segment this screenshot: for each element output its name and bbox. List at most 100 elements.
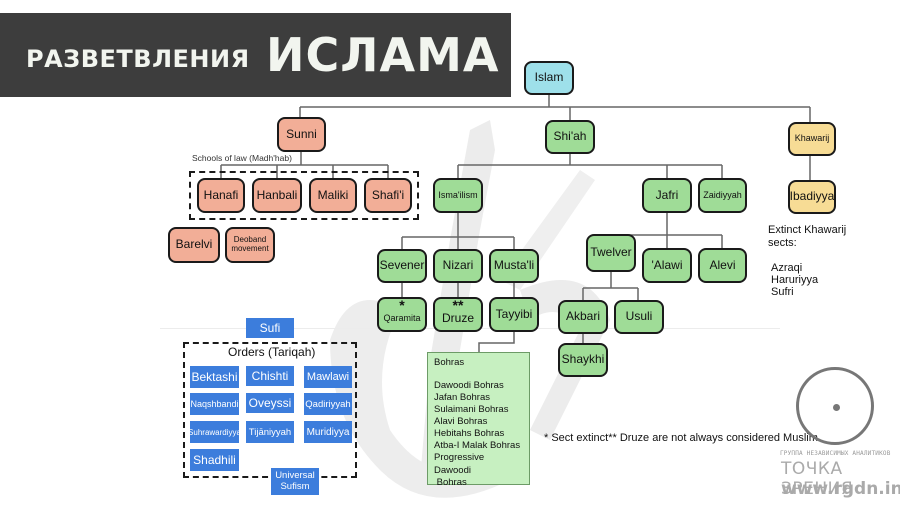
node-label: Mawlawi — [306, 371, 350, 383]
node-nizari[interactable]: Nizari — [433, 249, 483, 283]
node-sevener[interactable]: Sevener — [377, 249, 427, 283]
node-barelvi[interactable]: Barelvi — [168, 227, 220, 263]
schools-group — [189, 171, 419, 220]
node-label: Maliki — [317, 187, 349, 202]
node-label: Shi'ah — [553, 129, 587, 144]
node-label: Muridiyya — [306, 426, 350, 438]
node-universal-sufism[interactable]: Universal Sufism — [271, 468, 319, 495]
node-hanbali[interactable]: Hanbali — [252, 178, 302, 213]
node-shiah[interactable]: Shi'ah — [545, 120, 595, 154]
node-label: Jafri — [655, 187, 679, 202]
order-tijaniyyah[interactable]: Tijāniyyah — [246, 421, 294, 443]
node-label: Barelvi — [175, 237, 213, 252]
order-bektashi[interactable]: Bektashi — [190, 366, 239, 388]
node-label: Shaykhi — [561, 352, 605, 367]
order-shadhili[interactable]: Shadhili — [190, 449, 239, 471]
node-label: Universal Sufism — [275, 469, 315, 492]
node-label: Shafi'i — [371, 187, 405, 202]
list-item: Hebitahs Bohras — [434, 428, 505, 440]
node-label: Bektashi — [191, 370, 238, 384]
order-oveyssi[interactable]: Oveyssi — [246, 393, 294, 413]
node-alawi[interactable]: 'Alawi — [642, 248, 692, 283]
node-label: Tayyibi — [495, 306, 533, 321]
list-item: Sulaimani Bohras — [434, 404, 509, 416]
list-item: Jafan Bohras — [434, 392, 490, 404]
logo-circle-icon — [796, 367, 874, 445]
node-maliki[interactable]: Maliki — [309, 178, 357, 213]
node-sufi[interactable]: Sufi — [246, 318, 294, 338]
node-label: Twelver — [590, 245, 632, 260]
list-item: Progressive Dawoodi — [434, 452, 485, 476]
node-label: Chishti — [251, 369, 289, 383]
node-label: 'Alawi — [651, 257, 683, 272]
node-alevi[interactable]: Alevi — [698, 248, 747, 283]
node-druze[interactable]: ** Druze — [433, 297, 483, 332]
order-muridiyya[interactable]: Muridiyya — [304, 421, 352, 443]
order-naqshbandi[interactable]: Naqshbandi — [190, 393, 239, 415]
node-sunni[interactable]: Sunni — [277, 117, 326, 152]
title-banner — [0, 13, 511, 97]
bohras-title: Bohras — [434, 357, 465, 368]
node-label: Tijāniyyah — [248, 426, 292, 438]
druze-marker: ** — [452, 297, 464, 313]
extinct-sect: Sufri — [771, 286, 794, 298]
node-label: Alevi — [709, 257, 736, 272]
node-islam[interactable]: Islam — [524, 61, 574, 95]
node-zaidiyyah[interactable]: Zaidiyyah — [698, 178, 747, 213]
list-item: Atba-I Malak Bohras — [434, 440, 521, 452]
logo-name: ТОЧКА ЗРЕНИЯ — [781, 459, 854, 499]
node-label: Oveyssi — [248, 396, 292, 410]
node-mustali[interactable]: Musta'li — [489, 249, 539, 283]
sufi-orders-group — [183, 342, 357, 478]
order-suhrawardiyya[interactable]: Suhrawardiyya — [188, 421, 241, 443]
node-deoband[interactable]: Deoband movement — [225, 227, 275, 263]
node-label: Usuli — [625, 309, 653, 324]
node-tayyibi[interactable]: Tayyibi — [489, 297, 539, 332]
node-twelver[interactable]: Twelver — [586, 234, 636, 272]
title-small: РАЗВЕТВЛЕНИЯ — [26, 45, 250, 73]
node-label: Qaramita — [383, 312, 421, 323]
node-label: Akbari — [565, 309, 600, 324]
title-big: ИСЛАМА — [266, 28, 500, 82]
node-label: Shadhili — [193, 453, 236, 467]
node-qaramita[interactable]: * Qaramita — [377, 297, 427, 332]
node-label: Islam — [534, 70, 564, 85]
node-ibadiyya[interactable]: Ibadiyya — [788, 180, 836, 214]
node-label: Naqshbandi — [190, 399, 239, 409]
node-label: Ibadiyya — [789, 189, 835, 204]
extinct-sect: Azraqi — [771, 262, 803, 274]
bohras-list: Bohras Dawoodi Bohras Jafan Bohras Sulai… — [427, 352, 530, 488]
schools-label: Schools of law (Madh'hab) — [192, 153, 292, 163]
logo-url[interactable]: www.rgdn.info — [781, 479, 900, 499]
node-label: Khawarij — [794, 133, 830, 144]
node-label: Qadiriyyah — [305, 398, 351, 410]
node-label: Musta'li — [493, 258, 535, 273]
node-label: Druze — [441, 310, 474, 325]
node-label: Hanbali — [256, 187, 298, 202]
node-label: Sunni — [286, 126, 317, 141]
order-chishti[interactable]: Chishti — [246, 366, 294, 386]
node-ismailism[interactable]: Isma'ilism — [433, 178, 483, 213]
node-khawarij[interactable]: Khawarij — [788, 122, 836, 156]
node-shaykhi[interactable]: Shaykhi — [558, 343, 608, 377]
node-jafri[interactable]: Jafri — [642, 178, 692, 213]
node-label: Sufi — [259, 321, 281, 335]
node-hanafi[interactable]: Hanafi — [197, 178, 245, 213]
order-mawlawi[interactable]: Mawlawi — [304, 366, 352, 388]
extinct-khawarij-title: Extinct Khawarij sects: — [768, 224, 847, 249]
extinct-sect: Haruriyya — [771, 274, 819, 286]
logo-dot-icon — [833, 404, 840, 411]
node-label: Isma'ilism — [438, 189, 478, 200]
node-label: Deoband movement — [231, 235, 269, 253]
list-item: Dawoodi Bohras — [434, 380, 504, 392]
node-shafii[interactable]: Shafi'i — [364, 178, 412, 213]
node-label: Sevener — [379, 258, 425, 273]
node-usuli[interactable]: Usuli — [614, 300, 664, 334]
extinct-marker: * — [399, 297, 405, 313]
node-label: Suhrawardiyya — [188, 427, 241, 437]
node-akbari[interactable]: Akbari — [558, 300, 608, 334]
node-label: Hanafi — [203, 187, 239, 202]
list-item: Bohras — [434, 476, 467, 488]
order-qadiriyyah[interactable]: Qadiriyyah — [304, 393, 352, 415]
